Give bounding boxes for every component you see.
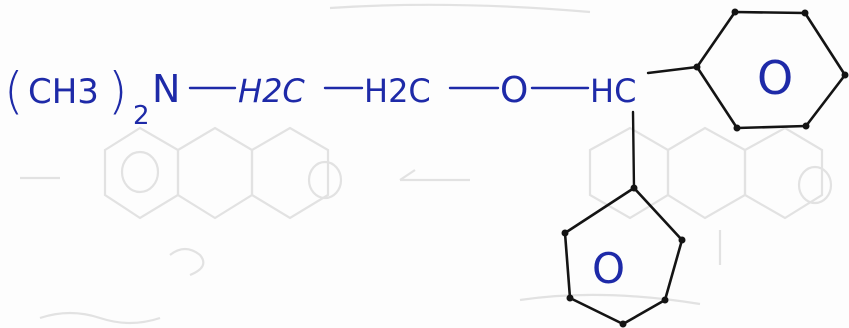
nitrogen-label: N bbox=[152, 67, 180, 111]
lower-phenyl-ring: O bbox=[561, 184, 686, 328]
bleed-through-sketch bbox=[20, 3, 833, 325]
oxygen-label: O bbox=[500, 70, 528, 111]
lower-ring-aromatic-label: O bbox=[592, 244, 625, 293]
upper-phenyl-ring: O bbox=[693, 8, 849, 132]
methylene-a-label: H2C bbox=[238, 72, 305, 110]
bond-ch-upper-ring bbox=[646, 65, 699, 75]
open-parenthesis: ( bbox=[4, 62, 24, 120]
methyl-label: CH3 bbox=[28, 72, 99, 112]
methine-label: HC bbox=[590, 72, 636, 110]
formula: ( CH3 ) 2 N H2C H2C O HC bbox=[4, 62, 636, 131]
subscript-two: 2 bbox=[133, 101, 150, 131]
close-parenthesis: ) bbox=[108, 62, 128, 120]
methylene-b-label: H2C bbox=[364, 72, 431, 110]
bond-ch-lower-ring bbox=[631, 110, 636, 190]
upper-ring-aromatic-label: O bbox=[757, 51, 793, 105]
